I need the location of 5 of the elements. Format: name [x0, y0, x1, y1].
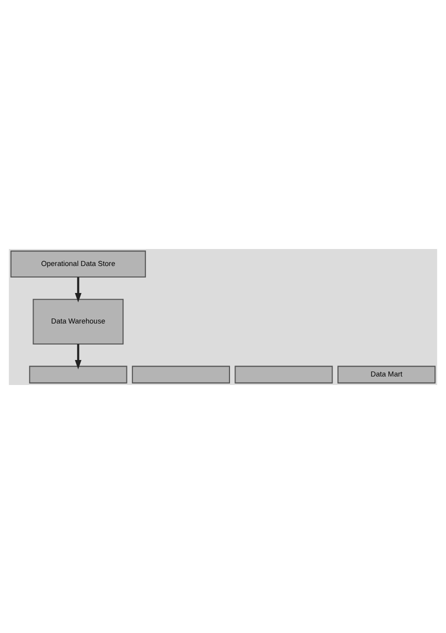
node-box — [234, 365, 333, 383]
arrow — [74, 344, 82, 369]
arrow — [74, 276, 82, 302]
node-box — [132, 365, 230, 383]
node-box — [29, 365, 128, 383]
